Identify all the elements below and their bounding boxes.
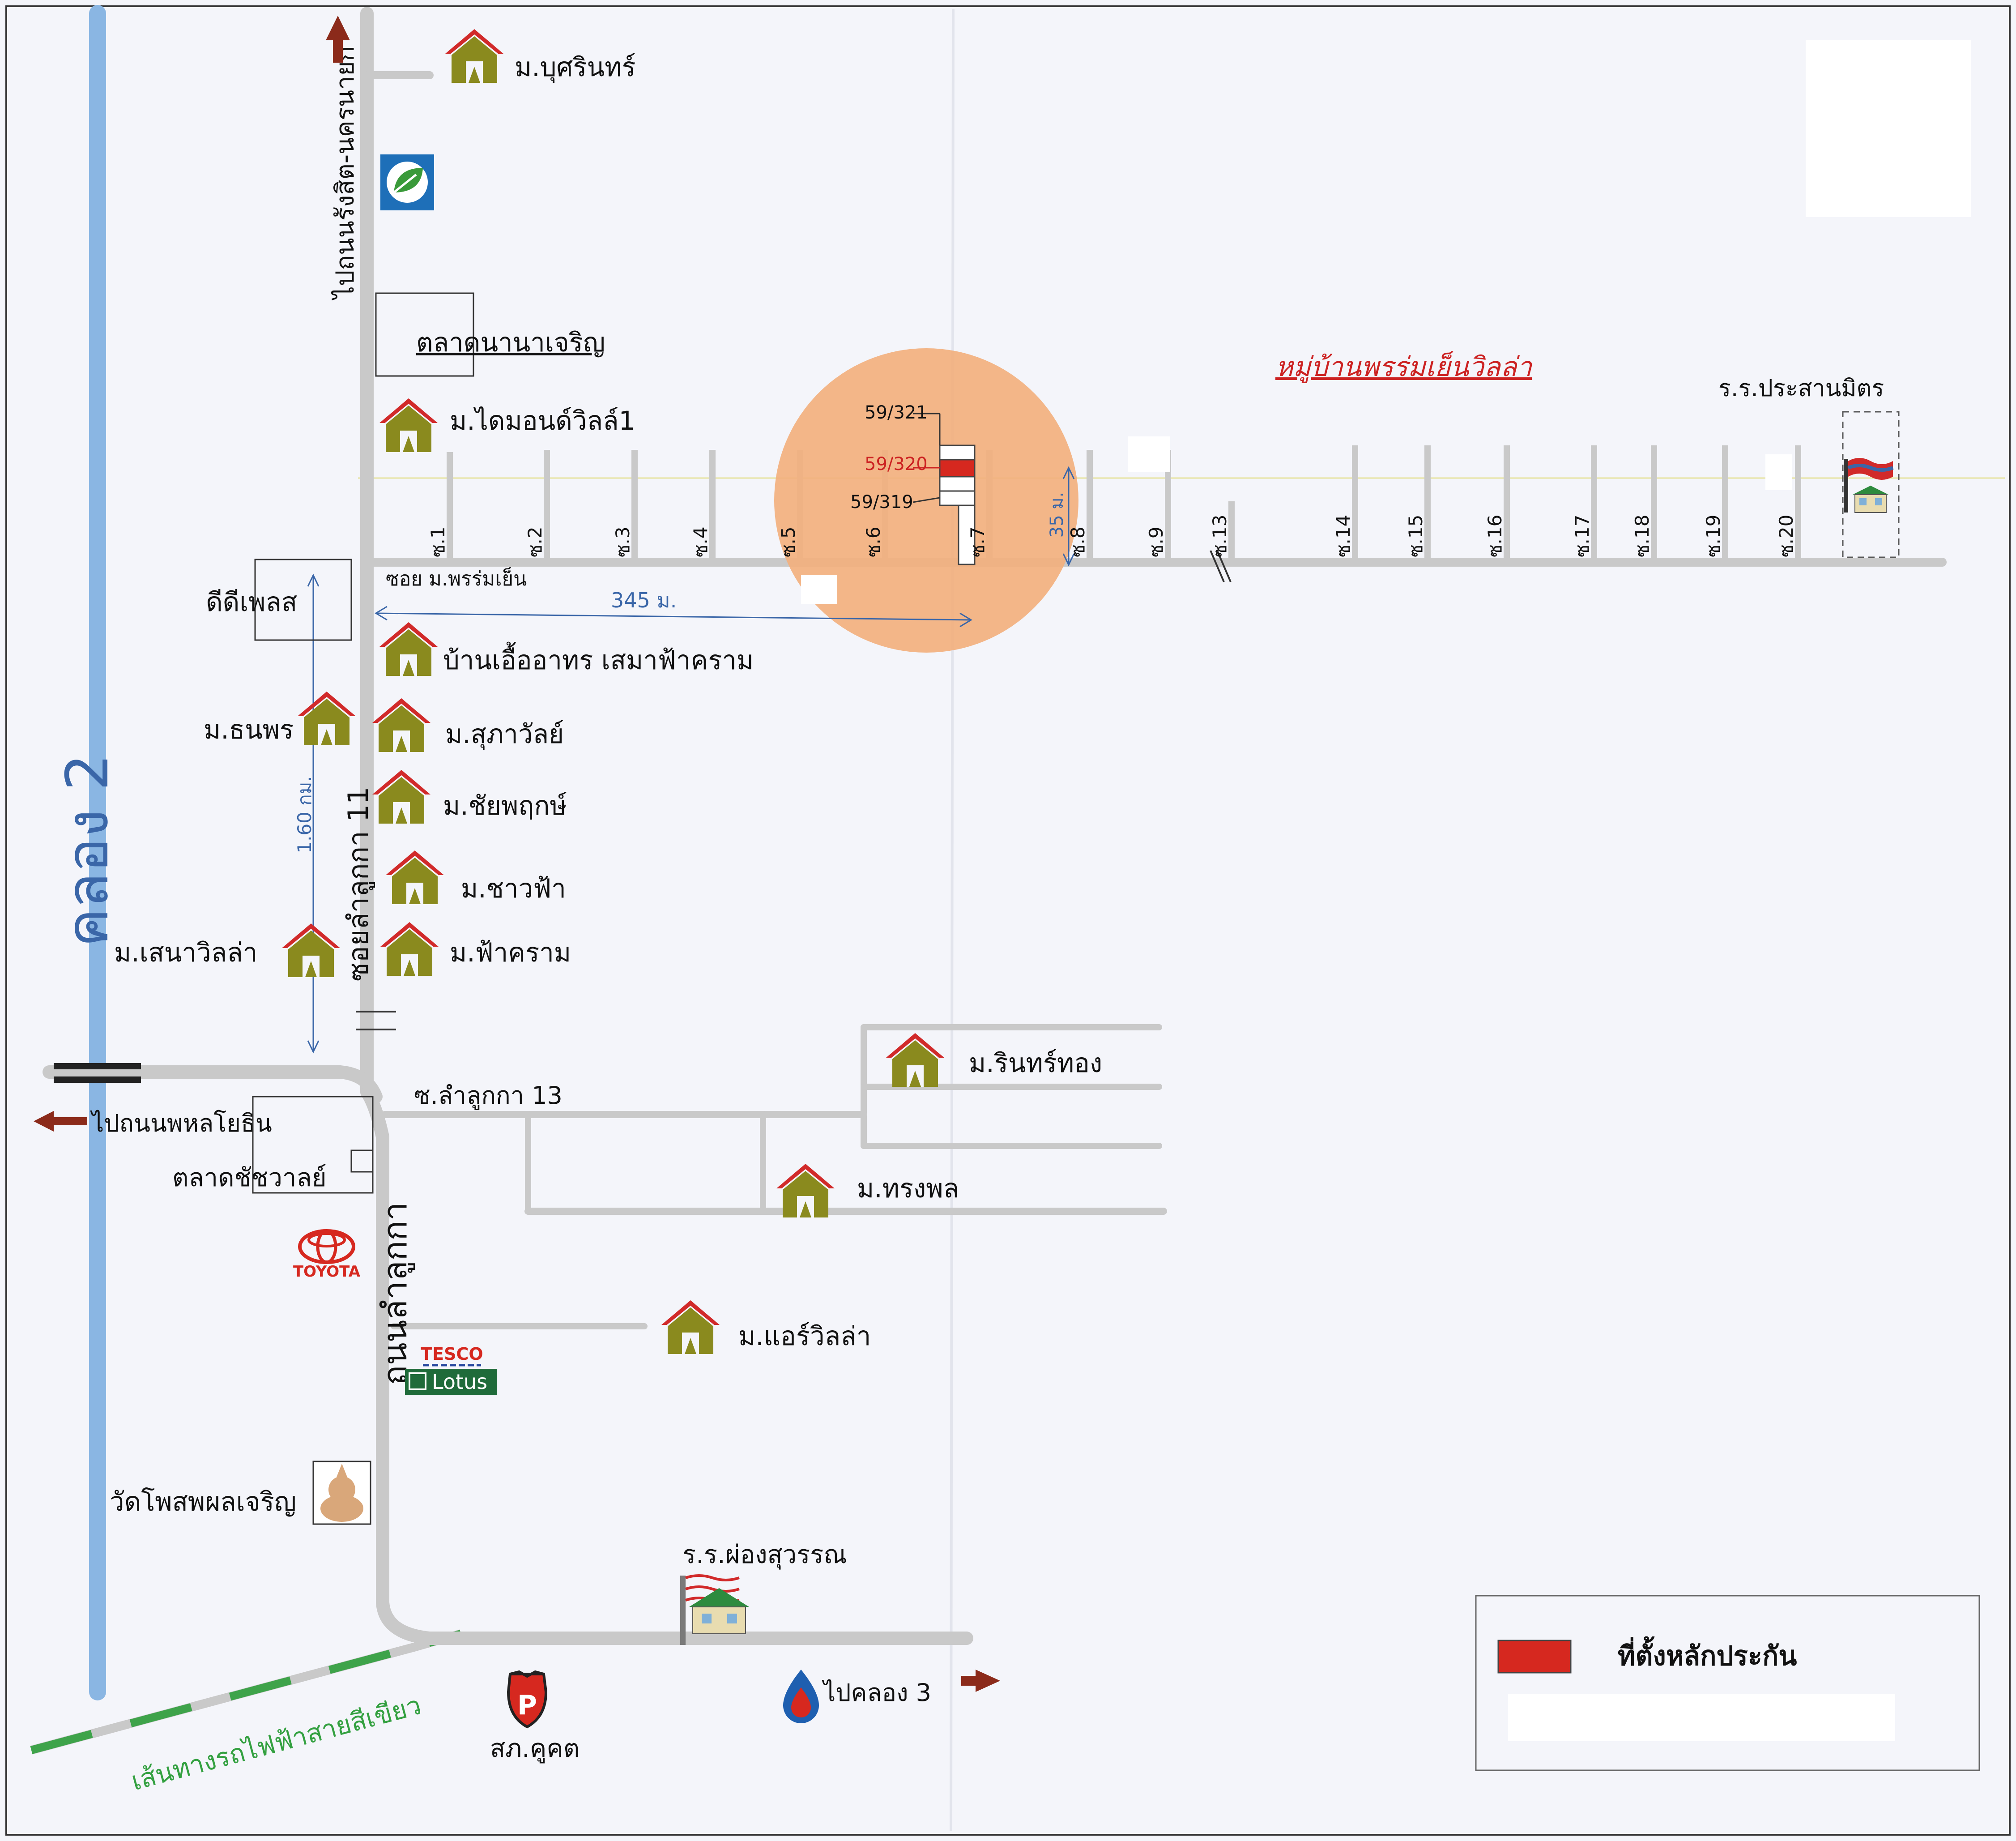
legend-box — [1475, 1595, 1980, 1771]
soi-label: ซ.2 — [524, 526, 546, 557]
label-police: สภ.คูคต — [490, 1734, 580, 1764]
redacted-box-small-3 — [801, 575, 837, 604]
soi-label: ซ.20 — [1775, 515, 1797, 557]
soi-label: ซ.6 — [862, 526, 884, 557]
label-wat: วัดโพสพผลเจริญ — [110, 1486, 296, 1517]
label-dd-place: ดีดีเพลส — [206, 587, 297, 617]
road-label-lamlukka-13: ซ.ลำลูกกา 13 — [414, 1081, 563, 1110]
direction-arrows — [34, 16, 1000, 1692]
soi-label: ซ.15 — [1405, 515, 1427, 557]
label-rinthong: ม.รินทร์ทอง — [969, 1048, 1102, 1078]
nana-market-box — [375, 292, 474, 377]
distance-depth: 35 ม. — [1047, 492, 1067, 538]
redacted-box-top-right — [1806, 40, 1971, 217]
redacted-box-small-2 — [1765, 454, 1792, 490]
legend-label: ที่ตั้งหลักประกัน — [1618, 1636, 1797, 1672]
soi-label: ซ.16 — [1484, 515, 1506, 557]
tesco-text: TESCO — [421, 1344, 483, 1364]
road-label-lamlukka-main: ถนนลำลูกกา — [376, 1202, 415, 1385]
label-songphon: ม.ทรงพล — [857, 1173, 959, 1204]
label-baan-uea: บ้านเอื้ออาทร เสมาฟ้าคราม — [443, 642, 754, 675]
temple-icon — [312, 1461, 371, 1525]
label-school-phong: ร.ร.ผ่องสุวรรณ — [682, 1540, 847, 1570]
road-label-rangsit: ไปถนนรังสิต-นครนายก — [331, 46, 360, 301]
chatchawan-market-box — [252, 1096, 374, 1194]
redacted-box-small-1 — [1128, 436, 1170, 472]
label-school-prasan: ร.ร.ประสานมิตร — [1718, 375, 1884, 402]
road-break-marks — [356, 550, 1232, 1030]
legend-swatch — [1497, 1640, 1572, 1674]
canal-label: คลอง 2 — [53, 754, 121, 947]
lotus-text: Lotus — [432, 1370, 487, 1394]
soi-label: ซ.17 — [1571, 515, 1593, 557]
label-supawan: ม.สุภาวัลย์ — [445, 719, 564, 750]
soi-label: ซ.1 — [427, 526, 449, 557]
police-shield-icon: P — [507, 1670, 548, 1729]
label-fakram: ม.ฟ้าคราม — [450, 937, 571, 968]
soi-label: ซ.9 — [1145, 526, 1167, 557]
plot-label-bottom: 59/319 — [850, 492, 913, 513]
plot-label-top: 59/321 — [865, 402, 928, 423]
distance-vertical: 1.60 กม. — [294, 776, 315, 853]
school-icon-phong — [680, 1574, 749, 1645]
soi-labels: ซ.1 ซ.2 ซ.3 ซ.4 ซ.5 ซ.6 ซ.7 ซ.8 ซ.9 ซ.13 ซ.14 ซ.15 ซ… — [427, 515, 1797, 557]
label-sena-villa: ม.เสนาวิลล่า — [114, 937, 257, 968]
toyota-logo — [298, 1229, 355, 1264]
label-chaiyaphruek: ม.ชัยพฤกษ์ — [443, 790, 567, 821]
soi-label: ซ.7 — [967, 526, 989, 557]
map-frame — [5, 5, 2011, 1836]
label-nana-market: ตลาดนานาเจริญ — [416, 327, 605, 358]
redacted-legend-line — [1508, 1694, 1895, 1741]
soi-label: ซ.4 — [690, 526, 712, 557]
road-label-phahonyothin: ไปถนนพหลโยธิน — [90, 1109, 272, 1137]
school-icon-prasan — [1842, 411, 1900, 558]
label-diamond-ville: ม.ไดมอนด์วิลล์1 — [450, 406, 635, 436]
paper-fold — [950, 9, 955, 1831]
dd-place-box — [254, 559, 352, 641]
gas-station-leaf-icon — [380, 154, 434, 210]
plot-label-selected: 59/320 — [865, 454, 928, 474]
ptt-drop-icon — [783, 1670, 819, 1723]
label-chatchawan-market: ตลาดชัชวาลย์ — [172, 1163, 327, 1192]
village-title: หมู่บ้านพรร่มเย็นวิลล่า — [1275, 351, 1533, 383]
road-label-soi-phromyen: ซอย ม.พรร่มเย็น — [386, 567, 527, 590]
label-air-villa: ม.แอร์วิลล่า — [738, 1321, 871, 1351]
soi-label: ซ.8 — [1067, 526, 1089, 557]
toyota-text: TOYOTA — [293, 1263, 361, 1281]
soi-label: ซ.3 — [612, 526, 634, 557]
soi-label: ซ.13 — [1209, 515, 1231, 557]
label-busarin: ม.บุศรินทร์ — [515, 52, 636, 83]
road-label-lamlukka-11: ซอยลำลูกกา 11 — [342, 787, 375, 982]
distance-soi-length: 345 ม. — [611, 588, 677, 612]
soi-label: ซ.18 — [1631, 515, 1653, 557]
soi-label: ซ.14 — [1332, 515, 1354, 557]
canal-bridge — [54, 1063, 141, 1083]
svg-text:P: P — [517, 1690, 537, 1721]
soi-label: ซ.19 — [1702, 515, 1724, 557]
label-thanaporn: ม.ธนพร — [204, 714, 294, 745]
chatchawan-market-mark — [350, 1149, 374, 1173]
plot-block — [912, 413, 976, 565]
label-chaofa: ม.ชาวฟ้า — [461, 873, 566, 904]
road-label-khlong3: ไปคลอง 3 — [822, 1679, 931, 1707]
lotus-mark — [409, 1372, 426, 1390]
soi-label: ซ.5 — [777, 526, 799, 557]
